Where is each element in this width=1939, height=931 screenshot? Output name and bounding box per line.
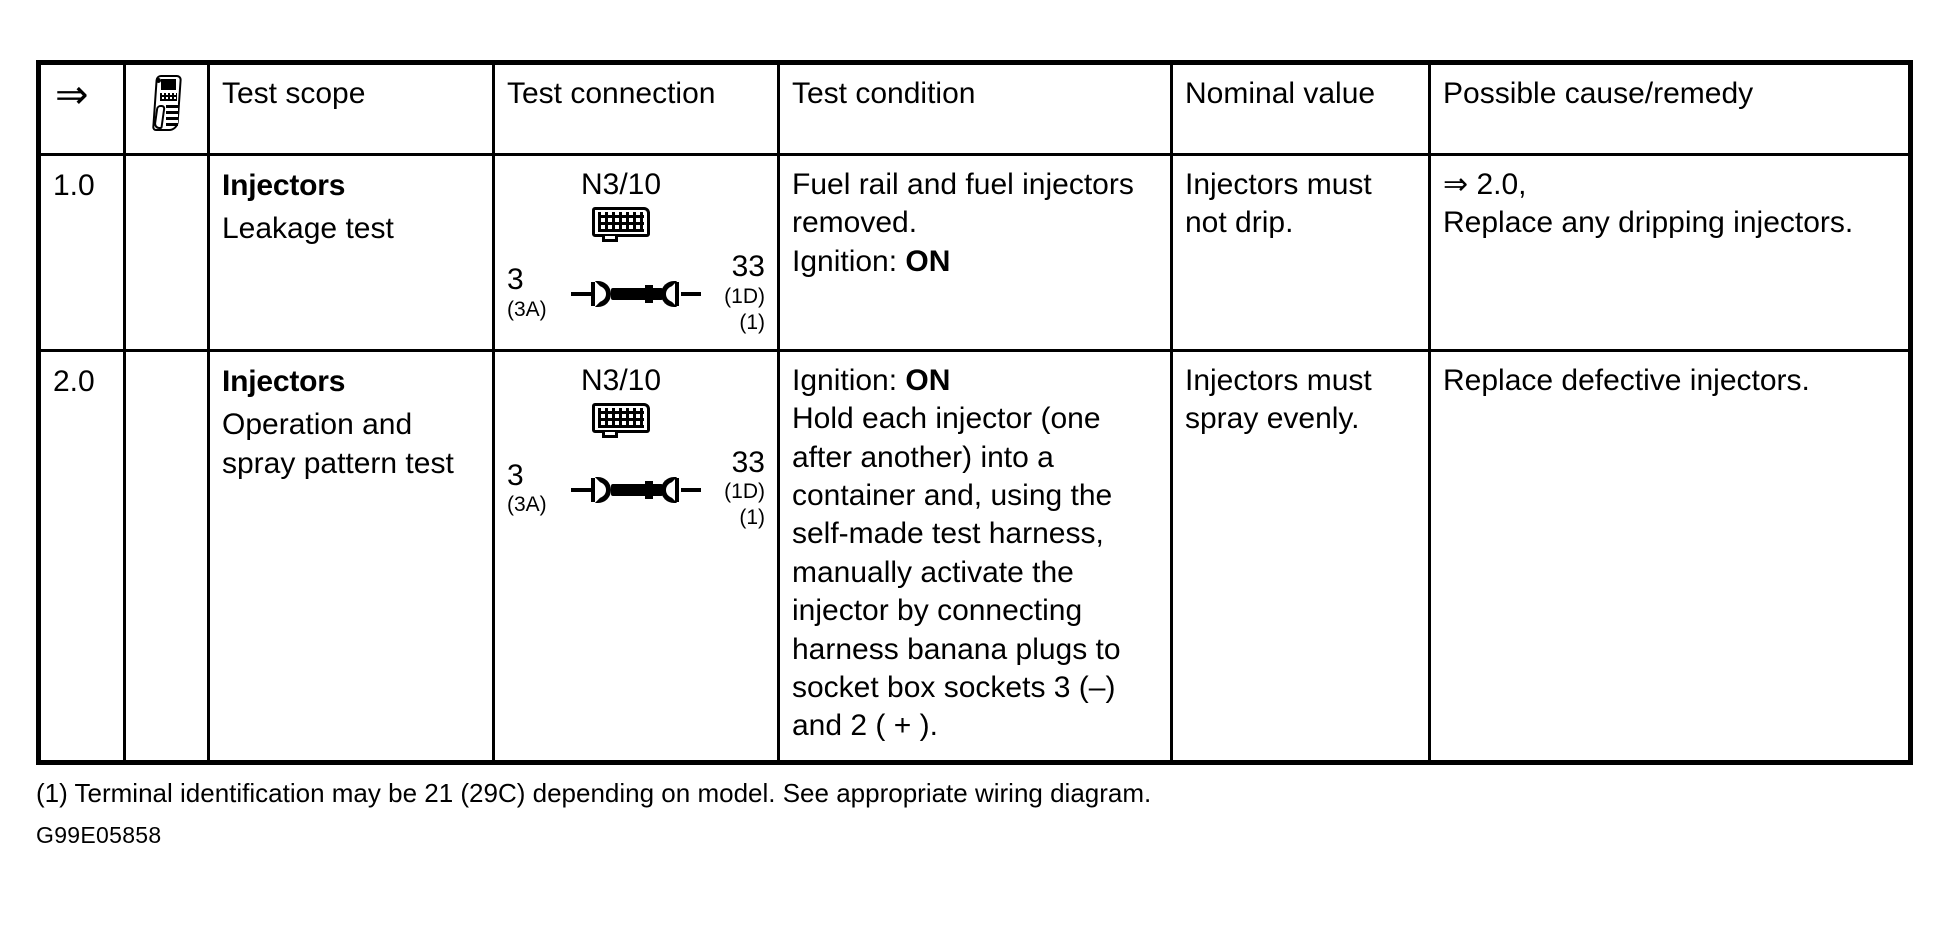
table-header: ⇒ Test scope Test connection Test condit… (37, 61, 1912, 156)
cell-nominal-value: Injectors must spray evenly. (1170, 348, 1431, 764)
remedy-line: Replace any dripping injectors. (1443, 206, 1854, 240)
left-terminal-group: 3 (3A) (507, 264, 569, 322)
socket-box-icon (592, 402, 650, 438)
cell-possible-cause: ⇒ 2.0, Replace any dripping injectors. (1428, 153, 1912, 352)
cell-test-scope: Injectors Operation and spray pattern te… (207, 348, 495, 764)
right-terminal-group: 33 (1D) (1) (703, 251, 765, 335)
cell-meter (123, 348, 210, 764)
cell-test-connection: N3/10 3 (3A) (492, 348, 780, 764)
nominal-line: not drip. (1185, 206, 1294, 240)
condition-line: container and, using the (792, 478, 1113, 512)
right-terminal-note: (1) (739, 506, 765, 530)
header-nominal-value: Nominal value (1170, 61, 1431, 156)
cell-step-number: 1.0 (37, 153, 126, 352)
connection-diagram: N3/10 3 (3A) (507, 166, 765, 335)
multimeter-icon (150, 75, 184, 131)
scope-subtitle: Leakage test (222, 212, 394, 245)
scope-title: Injectors (222, 169, 346, 202)
right-terminal-number: 33 (731, 445, 765, 479)
header-test-connection: Test connection (492, 61, 780, 156)
header-test-condition: Test condition (777, 61, 1173, 156)
right-terminal-sub: (1D) (724, 284, 765, 308)
banana-plug-symbol (571, 278, 701, 308)
nominal-line: spray evenly. (1185, 402, 1360, 436)
right-terminal-group: 33 (1D) (1) (703, 447, 765, 531)
ignition-value: ON (905, 363, 951, 397)
cell-nominal-value: Injectors must not drip. (1170, 153, 1431, 352)
connector-label: N3/10 (580, 363, 662, 397)
condition-line: harness banana plugs to (792, 632, 1121, 666)
banana-plug-symbol (571, 474, 701, 504)
cell-meter (123, 153, 210, 352)
remedy-goto-step: ⇒ 2.0, (1443, 168, 1527, 201)
table-footnote: (1) Terminal identification may be 21 (2… (36, 777, 1152, 808)
table-body: 1.0 Injectors Leakage test N3/10 (37, 153, 1912, 764)
nominal-line: Injectors must (1185, 363, 1372, 397)
nominal-line: Injectors must (1185, 168, 1372, 201)
cell-test-condition: Fuel rail and fuel injectors removed. Ig… (777, 153, 1173, 352)
left-terminal-sub: (3A) (507, 493, 547, 517)
header-test-scope: Test scope (207, 61, 495, 156)
header-step-arrow: ⇒ (37, 61, 126, 156)
document-code: G99E05858 (36, 822, 162, 849)
ignition-label: Ignition: (792, 363, 898, 397)
test-table-page: ⇒ Test scope Test connection Test condit… (36, 60, 1913, 850)
condition-line: removed. (792, 206, 918, 240)
cell-test-scope: Injectors Leakage test (207, 153, 495, 352)
condition-line: Fuel rail and fuel injectors (792, 168, 1134, 201)
connector-label: N3/10 (580, 168, 662, 201)
condition-ignition: Ignition: ON (792, 243, 1158, 281)
remedy-line: Replace defective injectors. (1443, 363, 1810, 397)
left-terminal-number: 3 (507, 458, 524, 492)
cell-test-condition: Ignition: ON Hold each injector (one aft… (777, 348, 1173, 764)
condition-line: after another) into a (792, 440, 1054, 474)
scope-subtitle: Operation and spray pattern test (222, 407, 454, 480)
left-terminal-group: 3 (3A) (507, 460, 569, 518)
condition-ignition: Ignition: ON (792, 362, 1158, 400)
connection-diagram: N3/10 3 (3A) (507, 362, 765, 531)
table-row: 1.0 Injectors Leakage test N3/10 (37, 153, 1912, 352)
right-terminal-note: (1) (739, 310, 765, 334)
header-possible-cause: Possible cause/remedy (1428, 61, 1912, 156)
cell-test-connection: N3/10 3 (3A) (492, 153, 780, 352)
table-row: 2.0 Injectors Operation and spray patter… (37, 348, 1912, 764)
double-arrow-icon: ⇒ (55, 73, 89, 117)
condition-line: manually activate the (792, 555, 1074, 589)
cell-step-number: 2.0 (37, 348, 126, 764)
scope-title: Injectors (222, 364, 346, 398)
right-terminal-number: 33 (731, 250, 765, 283)
ignition-value: ON (905, 244, 951, 278)
ignition-label: Ignition: (792, 244, 898, 278)
condition-line: self-made test harness, (792, 517, 1104, 551)
header-row: ⇒ Test scope Test connection Test condit… (37, 61, 1912, 156)
condition-line: socket box sockets 3 (–) (792, 670, 1116, 704)
right-terminal-sub: (1D) (724, 480, 765, 504)
condition-line: injector by connecting (792, 594, 1083, 628)
header-multimeter (123, 61, 210, 156)
left-terminal-number: 3 (507, 263, 524, 297)
cell-possible-cause: Replace defective injectors. (1428, 348, 1912, 764)
condition-line: Hold each injector (one (792, 402, 1101, 436)
socket-box-icon (592, 207, 650, 242)
left-terminal-sub: (3A) (507, 297, 547, 321)
condition-line: and 2 ( + ). (792, 709, 938, 743)
injector-test-table: ⇒ Test scope Test connection Test condit… (36, 60, 1913, 765)
